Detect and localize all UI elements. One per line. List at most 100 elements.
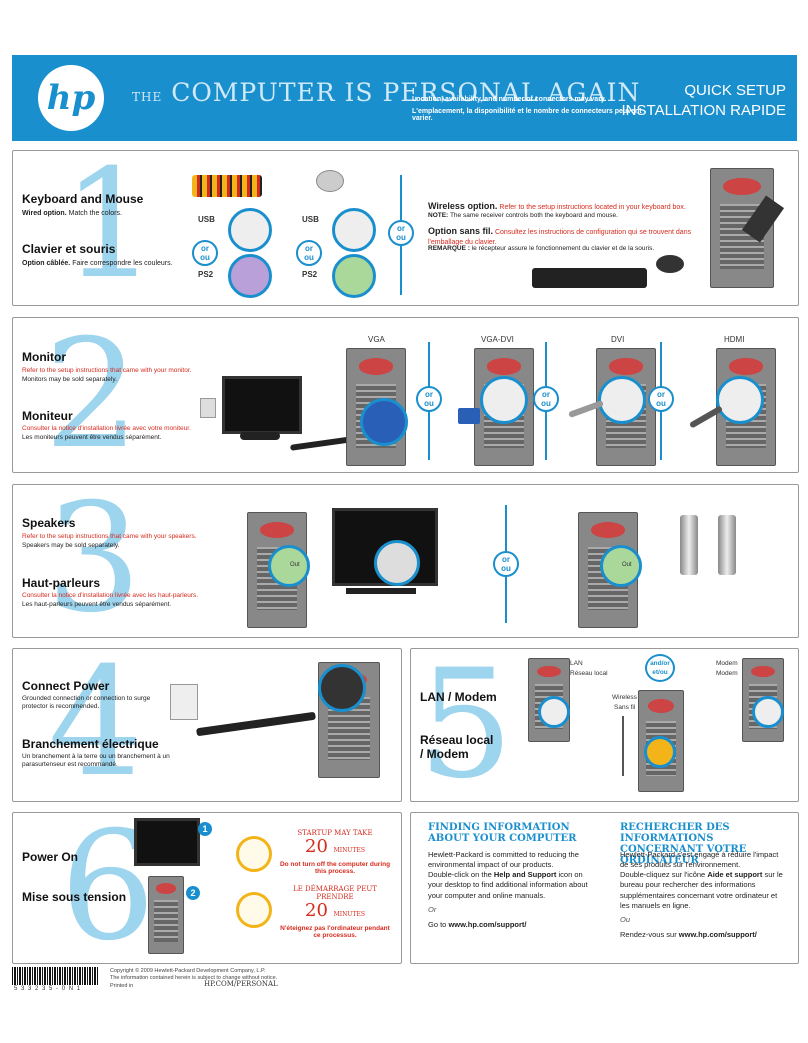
startup-notice-fr: LE DÉMARRAGE PEUT PRENDRE 20 MINUTES N'é…: [280, 885, 390, 939]
tower-power-badge: 2: [186, 886, 200, 900]
step1-number: 1: [62, 138, 158, 312]
step5-panel: [410, 648, 799, 802]
step1-title-en: Keyboard and Mouse: [22, 192, 144, 206]
antenna-image: [622, 716, 624, 776]
info-title-en: FINDING INFORMATION ABOUT YOUR COMPUTER: [428, 822, 577, 844]
footer-url: HP.COM/PERSONAL: [204, 980, 278, 988]
ps2-label-1: PS2: [198, 270, 214, 279]
step6-panel: [12, 812, 402, 964]
step2-number: 2: [44, 308, 140, 482]
power-port-circle: [318, 664, 366, 712]
step1-sub-fr: Option câblée. Faire correspondre les co…: [22, 260, 173, 267]
support-link-fr[interactable]: www.hp.com/support/: [678, 929, 757, 939]
step2-sub-en-red: Refer to the setup instructions that cam…: [22, 367, 192, 374]
monitor-stand: [240, 432, 280, 440]
vga-port-circle: [360, 398, 408, 446]
out-label-1: Out: [290, 562, 300, 568]
step3-number: 3: [46, 472, 142, 646]
sans-fil-label: Sans fil: [614, 704, 636, 711]
modem-port-circle: [752, 696, 784, 728]
keyboard-image: [192, 175, 262, 197]
ps2-label-2: PS2: [302, 270, 318, 279]
audio-out-circle-2: [600, 545, 642, 587]
wireless-note-en: NOTE: The same receiver controls both th…: [428, 212, 618, 219]
ps2-port-circle-2: [332, 254, 376, 298]
dvi-label: DVI: [611, 335, 625, 344]
wireless-text-fr: Option sans fil. Consultez les instructi…: [428, 226, 692, 246]
barcode-number: 5 3 3 2 3 5 - 0 N 1: [14, 986, 82, 992]
vga-dvi-label: VGA-DVI: [481, 335, 514, 344]
step2-title-en: Monitor: [22, 350, 66, 364]
step5-number: 5: [418, 638, 514, 812]
step1-title-fr: Clavier et souris: [22, 242, 116, 256]
info-text-fr: Hewlett-Packard s'est engagé à réduire l…: [620, 850, 783, 939]
wireless-note-fr: REMARQUE : le récepteur assure le foncti…: [428, 245, 655, 252]
vga-dvi-port-circle: [480, 376, 528, 424]
support-link-en[interactable]: www.hp.com/support/: [448, 919, 527, 929]
modem-label-fr: Modem: [716, 670, 738, 677]
clock-icon-2: [236, 892, 272, 928]
info-title-fr: RECHERCHER DES INFORMATIONS CONCERNANT V…: [620, 822, 747, 866]
audio-out-circle-1: [268, 545, 310, 587]
lan-port-circle: [538, 696, 570, 728]
usb-label-1: USB: [198, 215, 215, 224]
connector-note-fr: L'emplacement, la disponibilité et le no…: [412, 108, 642, 122]
step3-title-en: Speakers: [22, 516, 76, 530]
lan-label: LAN: [570, 660, 583, 667]
monitor-image: [222, 376, 302, 434]
monitor-power-badge: 1: [198, 822, 212, 836]
step4-title-fr: Branchement électrique: [22, 737, 159, 751]
monitor-power-image: [134, 818, 200, 866]
speaker-bar: [346, 588, 416, 594]
step6-title-en: Power On: [22, 850, 79, 864]
antenna-port-circle: [644, 736, 676, 768]
clock-icon-1: [236, 836, 272, 872]
speaker-left-image: [680, 515, 698, 575]
printed-in-text: Printed in: [110, 983, 134, 989]
usb-port-circle-1: [228, 208, 272, 252]
vga-adapter-image: [458, 408, 480, 424]
vga-label: VGA: [368, 335, 385, 344]
step1-sub-en: Wired option. Match the colors.: [22, 210, 122, 217]
dvi-port-circle: [598, 376, 646, 424]
step3-sub-fr: Les haut-parleurs peuvent être vendus sé…: [22, 601, 172, 608]
modem-label-en: Modem: [716, 660, 738, 667]
audio-in-circle: [374, 540, 420, 586]
step2-sub-en: Monitors may be sold separately.: [22, 376, 117, 383]
out-label-2: Out: [622, 562, 632, 568]
step2-sub-fr: Les moniteurs peuvent être vendus séparé…: [22, 434, 162, 441]
step2-sub-fr-red: Consulter la notice d'installation livré…: [22, 425, 191, 432]
hdmi-label: HDMI: [724, 335, 745, 344]
info-text-en: Hewlett-Packard is committed to reducing…: [428, 850, 588, 929]
step5-title-fr: Réseau local / Modem: [420, 733, 494, 761]
wall-outlet-image: [200, 398, 216, 418]
step3-title-fr: Haut-parleurs: [22, 576, 101, 590]
barcode-image: [12, 967, 98, 985]
speaker-right-image: [718, 515, 736, 575]
usb-label-2: USB: [302, 215, 319, 224]
step5-title-en: LAN / Modem: [420, 690, 497, 704]
step4-title-en: Connect Power: [22, 679, 110, 693]
computer-tower-12: [148, 876, 184, 954]
step2-title-fr: Moniteur: [22, 409, 73, 423]
step4-sub-fr: Un branchement à la terre ou un branchem…: [22, 753, 170, 769]
installation-rapide-title: INSTALLATION RAPIDE: [621, 102, 786, 119]
step6-title-fr: Mise sous tension: [22, 890, 127, 904]
copyright-text: Copyright © 2009 Hewlett-Packard Develop…: [110, 968, 266, 974]
reseau-local-label: Réseau local: [570, 670, 608, 677]
step3-sub-en-red: Refer to the setup instructions that cam…: [22, 533, 197, 540]
step4-sub-en: Grounded connection or connection to sur…: [22, 695, 151, 711]
info-panel: [410, 812, 799, 964]
step3-sub-fr-red: Consulter la notice d'installation livré…: [22, 592, 199, 599]
usb-port-circle-2: [332, 208, 376, 252]
power-outlet-image: [170, 684, 198, 720]
slogan: THE COMPUTER IS PERSONAL AGAIN: [132, 78, 641, 107]
header-banner: [12, 55, 797, 141]
